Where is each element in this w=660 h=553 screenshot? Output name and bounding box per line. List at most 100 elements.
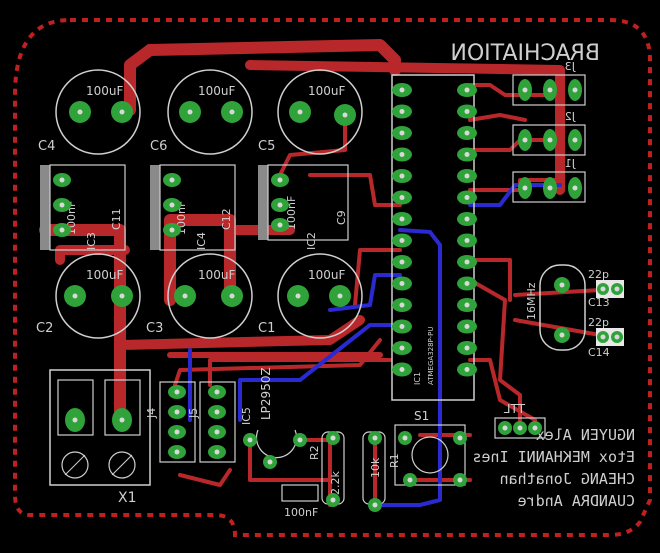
ic1-pad-hole [464, 130, 470, 136]
misc-pad-hole [502, 425, 508, 431]
ic1-pad-hole [464, 152, 470, 157]
j4-pad-hole [174, 449, 180, 455]
ic1-pad-hole [464, 195, 470, 200]
label-ic2: IC2 [305, 232, 318, 250]
ic1-pad-hole [399, 152, 405, 157]
cap-bottom-3-value: 100uF [308, 268, 346, 282]
j5-pad-hole [214, 429, 220, 435]
label-crystal: 16MHz [525, 282, 538, 320]
cap-pad-hole [229, 109, 235, 115]
cap-pad-hole [337, 293, 343, 299]
bottom-copper-layer [188, 183, 562, 507]
cap-top-2-value: 100uF [198, 84, 236, 98]
label-c5: C5 [258, 139, 275, 154]
c13-pad-hole-hole [600, 286, 606, 292]
ic1-pad-hole [464, 87, 470, 93]
label-c1: C1 [258, 321, 275, 336]
reg-pad-hole [59, 227, 65, 233]
ic1-pad-hole [464, 238, 470, 243]
header-pad-hole [522, 87, 528, 93]
label-s1: S1 [414, 409, 429, 423]
ic1-pad-hole [399, 281, 405, 286]
c14-pad-hole-hole [600, 334, 606, 340]
regulator-blocks [40, 164, 349, 251]
misc-pad-hole [267, 459, 273, 465]
reg-pad-hole [169, 202, 175, 208]
label-22p-2: 22p [588, 316, 609, 329]
ic1-pad-hole [464, 259, 470, 265]
ic1-pad-hole [399, 367, 405, 372]
lp2950z-outline [255, 429, 298, 459]
label-ttl: TTL [504, 402, 526, 416]
header-pad-hole [572, 137, 578, 143]
cap-pad-hole [182, 293, 188, 299]
label-ic5: IC5 [240, 407, 253, 425]
ic1-pad-hole [464, 367, 470, 372]
reg-pad-hole [277, 202, 283, 208]
label-lp2950z: LP2950Z [259, 367, 273, 420]
ic1-pad-hole [399, 195, 405, 200]
ic1-pad-hole [399, 173, 405, 179]
j4-pad-hole [174, 389, 180, 395]
label-j1: J1 [565, 157, 576, 170]
ic1-pad-hole [399, 109, 405, 114]
j4-pad-hole [174, 409, 180, 415]
ic1-pad-hole [464, 324, 470, 329]
label-r2: R2 [308, 445, 321, 460]
j4-outline [159, 381, 196, 463]
electrolytic-capacitors [55, 69, 363, 339]
header-pad-hole [547, 87, 553, 93]
credit-line-3: CHEANG Jonathan [500, 470, 635, 488]
label-c6: C6 [150, 139, 167, 154]
ic1-pad-hole [464, 302, 470, 308]
reg-pad-hole [169, 177, 175, 183]
header-pad-hole [547, 137, 553, 143]
misc-pad-hole [330, 435, 336, 441]
misc-pad-hole [247, 437, 253, 443]
label-j2: J2 [565, 110, 576, 123]
misc-pad-hole [402, 435, 408, 441]
j5-pad-hole [214, 409, 220, 415]
label-c14: C14 [588, 346, 610, 359]
cap-pad-hole [119, 109, 125, 115]
credit-line-2: Etox MEKHANNI Ines [472, 448, 635, 466]
label-j3: J3 [565, 60, 576, 73]
ic1-pad-hole [464, 173, 470, 179]
misc-pad-hole [407, 477, 413, 483]
label-c9: C9 [335, 210, 348, 225]
pads-layer [53, 79, 623, 512]
misc-pad-hole [372, 502, 378, 508]
crystal-pad-hole [559, 282, 565, 288]
misc-pad-hole [457, 435, 463, 441]
cap-top-3-value: 100uF [308, 84, 346, 98]
crystal-pad-hole [559, 332, 565, 338]
label-cap-bottom: 100nF [284, 506, 318, 519]
ic1-pad-hole [464, 216, 470, 222]
label-ic4: IC4 [195, 232, 208, 250]
ic1-pad-hole [464, 281, 470, 286]
ttl-header-outline [494, 417, 546, 439]
reg-pad-hole [59, 202, 65, 208]
switch-outline [394, 424, 466, 486]
switch-button-icon [411, 436, 449, 474]
ic1-pad-hole [399, 324, 405, 329]
label-x1: X1 [118, 490, 137, 506]
cap-top-1-value: 100uF [86, 84, 124, 98]
ic1-pad-hole [464, 109, 470, 114]
credit-line-4: CUANDRA Andre [518, 492, 635, 510]
c13-pad-hole-hole [614, 286, 620, 292]
x1-pad-hole [119, 417, 125, 423]
reg-pad-hole [169, 227, 175, 233]
terminal-block-x1 [49, 369, 151, 486]
reg-pad-hole [277, 222, 283, 228]
header-pad-hole [572, 185, 578, 191]
c14-pad-hole-hole [614, 334, 620, 340]
ic1-pad-hole [399, 87, 405, 93]
cap-pad-hole [119, 293, 125, 299]
cap-bottom-2-value: 100uF [198, 268, 236, 282]
label-j5: J5 [187, 408, 200, 419]
j4-pad-hole [174, 429, 180, 435]
credit-line-1: NGUYEN Alex [536, 426, 635, 444]
cap-pad-hole [187, 109, 193, 115]
label-c13: C13 [588, 296, 610, 309]
